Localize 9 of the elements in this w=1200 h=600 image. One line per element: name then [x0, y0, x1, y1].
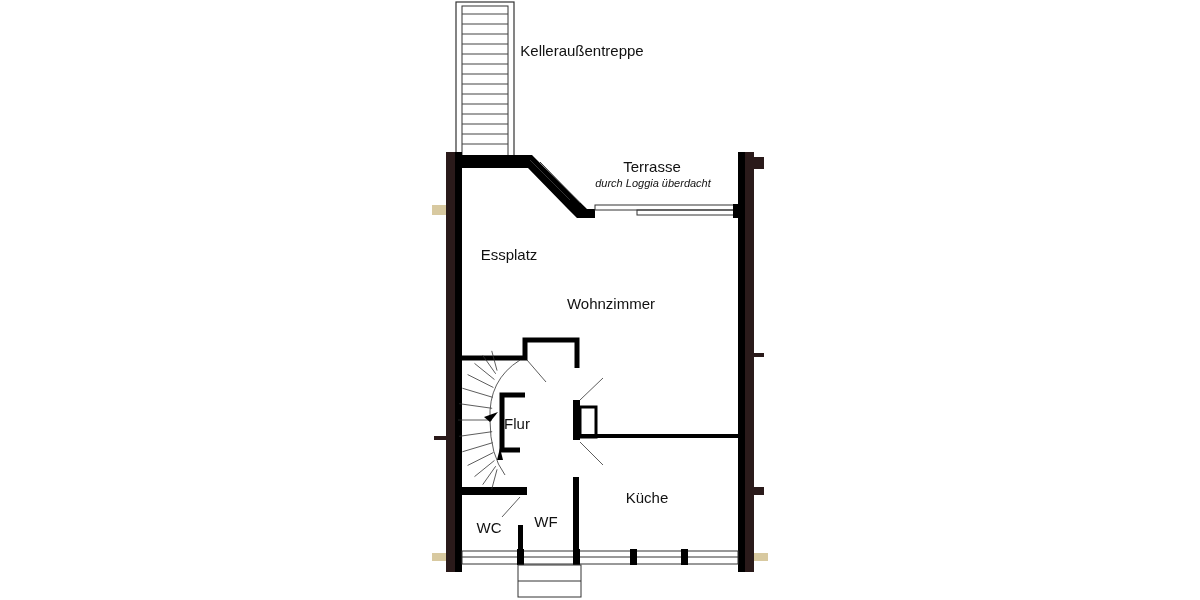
note-label: durch Loggia überdacht [595, 177, 711, 189]
room-label: Kelleraußentreppe [520, 41, 644, 59]
room-label: WF [534, 512, 558, 530]
room-label: WC [476, 518, 502, 536]
room-label: Küche [625, 488, 669, 506]
room-label: Wohnzimmer [566, 294, 656, 312]
room-label: Terrasse [623, 157, 681, 175]
room-label: Flur [504, 414, 530, 432]
room-label: Essplatz [480, 245, 538, 263]
